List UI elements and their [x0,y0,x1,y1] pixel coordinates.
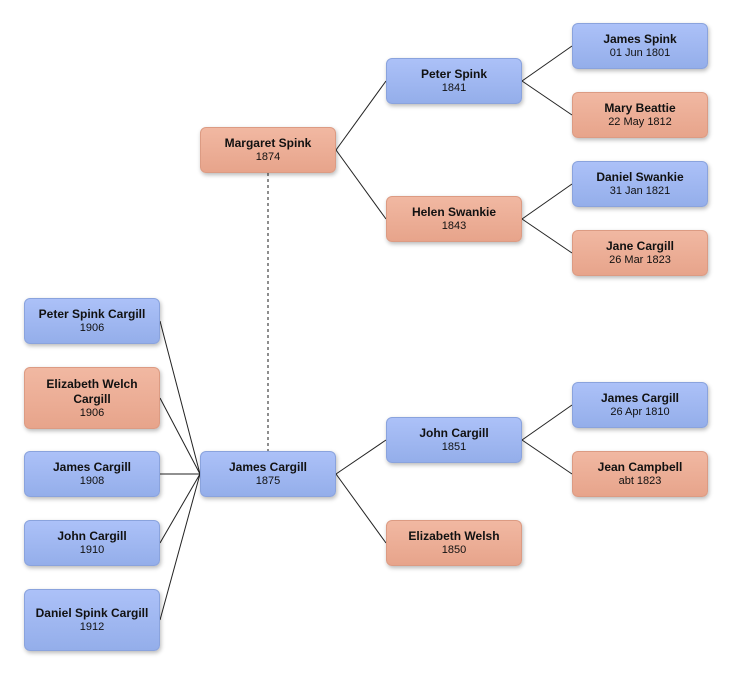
person-james-cargill-1908[interactable]: James Cargill 1908 [24,451,160,497]
connector-child-elizabeth [159,397,201,475]
connector-child-peter [159,320,201,475]
person-name: Peter Spink [420,67,488,81]
person-mary-beattie[interactable]: Mary Beattie 22 May 1812 [572,92,708,138]
person-date: 1906 [79,322,105,334]
person-name: James Cargill [52,460,132,474]
person-elizabeth-welch-cargill[interactable]: Elizabeth Welch Cargill 1906 [24,367,160,429]
person-name: John Cargill [57,529,127,543]
person-name: Daniel Swankie [596,170,684,184]
person-date: 01 Jun 1801 [609,47,671,59]
person-name: Helen Swankie [411,205,497,219]
person-james-cargill-1810[interactable]: James Cargill 26 Apr 1810 [572,382,708,428]
person-name: Elizabeth Welch Cargill [46,376,138,406]
connector-helen-daniel-swankie [521,183,573,220]
person-date: 26 Mar 1823 [609,254,671,266]
connector-child-daniel [159,473,201,621]
person-jean-campbell[interactable]: Jean Campbell abt 1823 [572,451,708,497]
person-date: 1912 [79,621,105,633]
person-date: 1843 [441,220,467,232]
connector-james-elizabeth-welsh [335,473,387,544]
person-name: John Cargill [419,426,489,440]
person-name: James Spink [603,32,677,46]
person-peter-spink[interactable]: Peter Spink 1841 [386,58,522,104]
person-name: James Cargill [228,460,308,474]
person-date: 1908 [79,475,105,487]
person-date: 26 Apr 1810 [610,406,670,418]
person-name: Elizabeth Welsh [408,529,500,543]
connector-peter-mary-beattie [521,80,573,116]
connector-john-james-cargill [521,404,573,441]
person-name: Jean Campbell [597,460,683,474]
person-peter-spink-cargill[interactable]: Peter Spink Cargill 1906 [24,298,160,344]
person-date: 1874 [255,151,281,163]
person-elizabeth-welsh[interactable]: Elizabeth Welsh 1850 [386,520,522,566]
connector-margaret-peter [335,80,387,151]
connector-margaret-helen [335,149,387,220]
person-jane-cargill[interactable]: Jane Cargill 26 Mar 1823 [572,230,708,276]
person-daniel-spink-cargill[interactable]: Daniel Spink Cargill 1912 [24,589,160,651]
person-date: 1841 [441,82,467,94]
person-james-cargill-1875[interactable]: James Cargill 1875 [200,451,336,497]
person-james-spink[interactable]: James Spink 01 Jun 1801 [572,23,708,69]
connector-james-john [335,439,387,475]
person-margaret-spink[interactable]: Margaret Spink 1874 [200,127,336,173]
connector-peter-james-spink [521,45,573,82]
person-john-cargill-1851[interactable]: John Cargill 1851 [386,417,522,463]
person-date: 1910 [79,544,105,556]
person-name: Daniel Spink Cargill [35,606,149,620]
person-name: Peter Spink Cargill [38,307,146,321]
person-date: 22 May 1812 [608,116,672,128]
person-name: Jane Cargill [605,239,675,253]
person-date: 1850 [441,544,467,556]
person-date: abt 1823 [618,475,662,487]
person-date: 1851 [441,441,467,453]
person-daniel-swankie[interactable]: Daniel Swankie 31 Jan 1821 [572,161,708,207]
connector-child-john [159,473,201,544]
person-name: James Cargill [600,391,680,405]
person-date: 31 Jan 1821 [609,185,671,197]
person-date: 1875 [255,475,281,487]
person-helen-swankie[interactable]: Helen Swankie 1843 [386,196,522,242]
person-name: Margaret Spink [224,136,312,150]
person-date: 1906 [79,406,105,419]
connector-helen-jane-cargill [521,218,573,254]
connector-john-jean-campbell [521,439,573,475]
person-john-cargill-1910[interactable]: John Cargill 1910 [24,520,160,566]
person-name: Mary Beattie [604,101,676,115]
